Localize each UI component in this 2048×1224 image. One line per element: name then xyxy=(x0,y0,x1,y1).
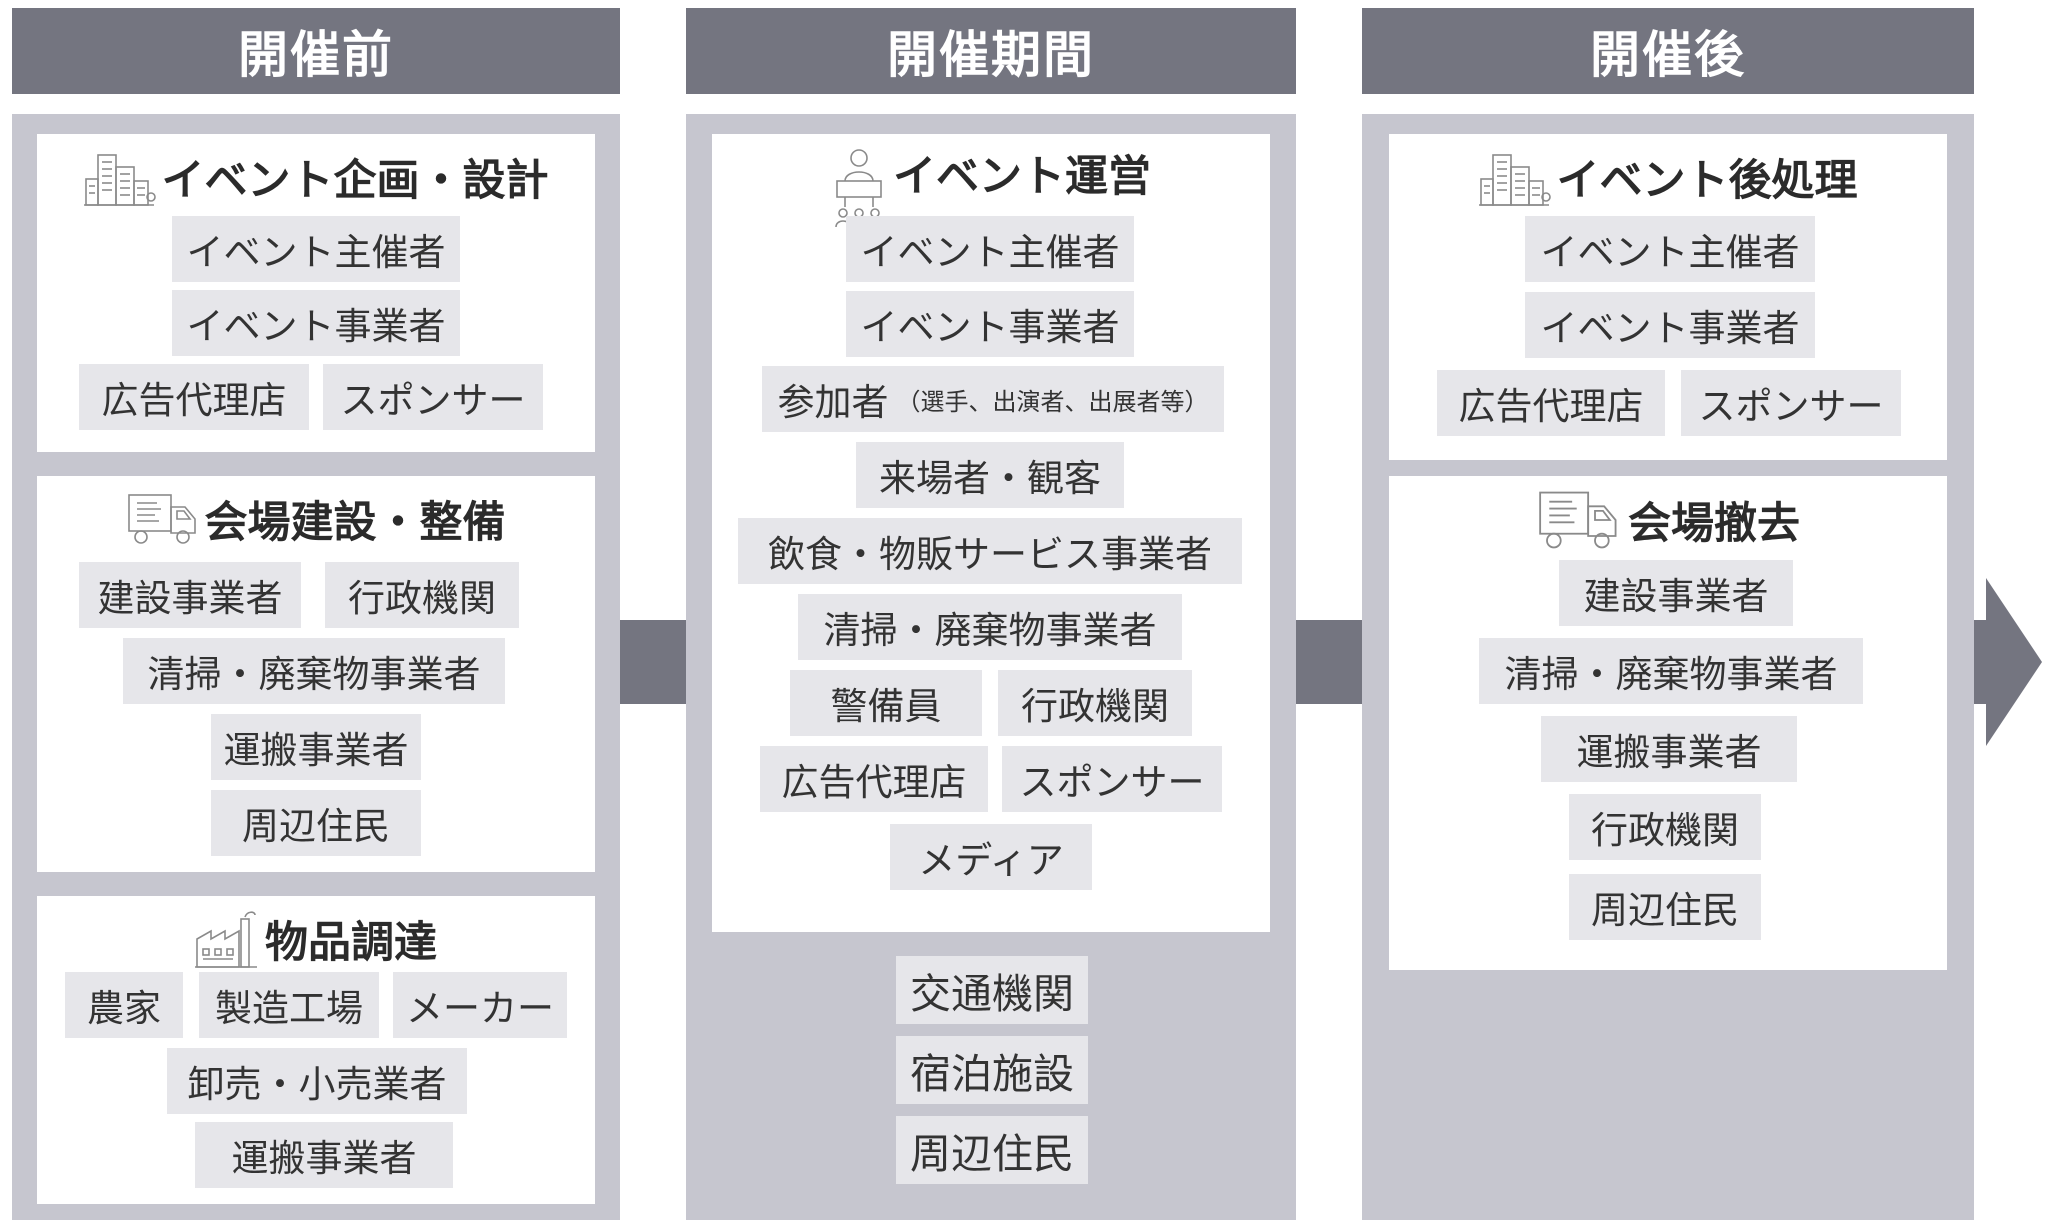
tag-transportation: 交通機関 xyxy=(896,956,1088,1024)
tag-security-guards: 警備員 xyxy=(790,670,982,736)
flow-connector xyxy=(1296,620,1362,704)
phase-header: 開催後 xyxy=(1362,8,1974,94)
tag-residents: 周辺住民 xyxy=(211,790,421,856)
tag-sponsor: スポンサー xyxy=(1002,746,1222,812)
phase-column-body: イベント後処理 イベント主催者 イベント事業者 広告代理店 スポンサー 会場撤去… xyxy=(1362,114,1974,1220)
right-arrow-icon xyxy=(1986,578,2042,746)
factory-icon xyxy=(195,909,259,969)
panel-title-text: 会場建設・整備 xyxy=(204,498,506,548)
tag-ad-agency: 広告代理店 xyxy=(760,746,988,812)
tag-government: 行政機関 xyxy=(325,562,519,628)
panel-title: イベント後処理 xyxy=(1389,146,1947,208)
panel-title: 会場撤去 xyxy=(1389,488,1947,552)
panel-title: イベント運営 xyxy=(712,142,1270,238)
panel-title-text: イベント運営 xyxy=(893,152,1151,202)
panel-venue-construction: 会場建設・整備 建設事業者 行政機関 清掃・廃棄物事業者 運搬事業者 周辺住民 xyxy=(37,476,595,872)
office-building-icon xyxy=(1479,147,1551,207)
tag-event-organizer: イベント主催者 xyxy=(846,216,1134,282)
tag-visitors: 来場者・観客 xyxy=(856,442,1124,508)
panel-title-text: 会場撤去 xyxy=(1628,499,1800,549)
panel-venue-removal: 会場撤去 建設事業者 清掃・廃棄物事業者 運搬事業者 行政機関 周辺住民 xyxy=(1389,476,1947,970)
tag-ad-agency: 広告代理店 xyxy=(1437,370,1665,436)
phase-column-during: 開催期間 イベント運営 イベント主催者 イベント事業者 参加者 （選手、出演者、… xyxy=(686,8,1296,1224)
panel-event-operation: イベント運営 イベント主催者 イベント事業者 参加者 （選手、出演者、出展者等）… xyxy=(712,134,1270,932)
tag-government: 行政機関 xyxy=(1569,794,1761,860)
panel-title: 会場建設・整備 xyxy=(37,488,595,550)
tag-participants: 参加者 （選手、出演者、出展者等） xyxy=(762,366,1224,432)
panel-title-text: イベント企画・設計 xyxy=(161,156,549,206)
tag-wholesale-retail: 卸売・小売業者 xyxy=(167,1048,467,1114)
tag-food-retail-services: 飲食・物販サービス事業者 xyxy=(738,518,1242,584)
panel-title-text: 物品調達 xyxy=(265,918,437,968)
tag-event-operator: イベント事業者 xyxy=(172,290,460,356)
tag-waste-cleaning: 清掃・廃棄物事業者 xyxy=(1479,638,1863,704)
delivery-truck-icon xyxy=(127,491,199,547)
tag-sponsor: スポンサー xyxy=(323,364,543,430)
phase-column-body: イベント企画・設計 イベント主催者 イベント事業者 広告代理店 スポンサー 会場… xyxy=(12,114,620,1220)
tag-participants-note: （選手、出演者、出展者等） xyxy=(896,387,1209,416)
tag-construction: 建設事業者 xyxy=(1559,560,1793,626)
tag-government: 行政機関 xyxy=(998,670,1192,736)
tag-transport: 運搬事業者 xyxy=(1541,716,1797,782)
tag-ad-agency: 広告代理店 xyxy=(79,364,309,430)
tag-construction: 建設事業者 xyxy=(79,562,301,628)
flow-connector xyxy=(1974,620,1988,704)
tag-transport: 運搬事業者 xyxy=(211,714,421,780)
phase-header: 開催前 xyxy=(12,8,620,94)
panel-title: イベント企画・設計 xyxy=(37,146,595,208)
phase-column-body: イベント運営 イベント主催者 イベント事業者 参加者 （選手、出演者、出展者等）… xyxy=(686,114,1296,1220)
tag-accommodation: 宿泊施設 xyxy=(896,1036,1088,1104)
office-building-icon xyxy=(84,147,156,207)
tag-waste-cleaning: 清掃・廃棄物事業者 xyxy=(123,638,505,704)
tag-sponsor: スポンサー xyxy=(1681,370,1901,436)
panel-post-event: イベント後処理 イベント主催者 イベント事業者 広告代理店 スポンサー xyxy=(1389,134,1947,460)
tag-event-operator: イベント事業者 xyxy=(846,291,1134,357)
panel-event-planning: イベント企画・設計 イベント主催者 イベント事業者 広告代理店 スポンサー xyxy=(37,134,595,452)
tag-event-organizer: イベント主催者 xyxy=(172,216,460,282)
phase-column-after: 開催後 イベント後処理 イベント主催者 イベント事業者 広告代理店 スポンサー … xyxy=(1362,8,1974,1224)
tag-manufacturer: メーカー xyxy=(393,972,567,1038)
tag-participants-label: 参加者 xyxy=(777,381,889,424)
phase-column-before: 開催前 イベント企画・設計 イベント主催者 イベント事業者 広告代理店 スポンサ… xyxy=(12,8,620,1224)
tag-event-organizer: イベント主催者 xyxy=(1525,216,1815,282)
tag-waste-cleaning: 清掃・廃棄物事業者 xyxy=(798,594,1182,660)
panel-title: 物品調達 xyxy=(37,908,595,970)
tag-farmers: 農家 xyxy=(65,972,183,1038)
tag-media: メディア xyxy=(890,824,1092,890)
delivery-truck-icon xyxy=(1536,488,1622,552)
phase-header: 開催期間 xyxy=(686,8,1296,94)
tag-residents: 周辺住民 xyxy=(1569,874,1761,940)
tag-residents: 周辺住民 xyxy=(896,1116,1088,1184)
tag-factory: 製造工場 xyxy=(199,972,379,1038)
panel-procurement: 物品調達 農家 製造工場 メーカー 卸売・小売業者 運搬事業者 xyxy=(37,896,595,1204)
flow-connector xyxy=(620,620,686,704)
panel-title-text: イベント後処理 xyxy=(1556,156,1858,206)
tag-transport: 運搬事業者 xyxy=(195,1122,453,1188)
tag-event-operator: イベント事業者 xyxy=(1525,292,1815,358)
